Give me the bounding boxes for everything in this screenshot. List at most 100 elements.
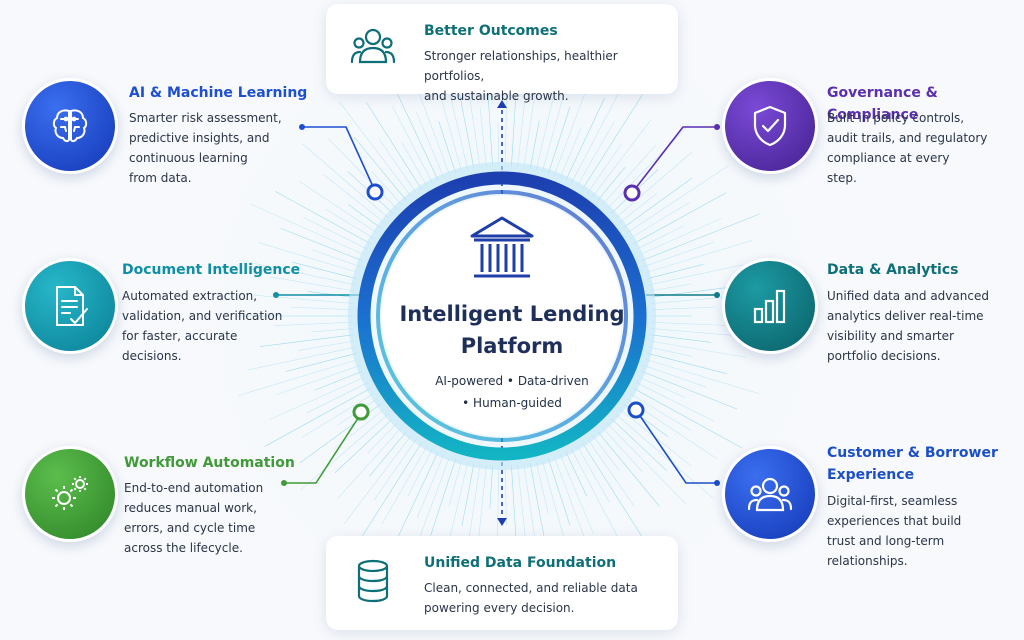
light-ray — [373, 439, 417, 501]
ai-desc-line4: from data. — [129, 171, 192, 185]
light-ray — [497, 122, 500, 167]
light-ray — [649, 283, 692, 292]
light-ray — [353, 137, 407, 201]
governance-desc: Built-in policy controls, audit trails, … — [827, 108, 987, 188]
customer-title: Customer & Borrower Experience — [827, 442, 998, 486]
ai-desc-line3: continuous learning — [129, 151, 248, 165]
light-ray — [274, 190, 371, 244]
light-ray — [643, 365, 707, 388]
light-ray — [461, 463, 475, 527]
center-disc — [382, 196, 622, 436]
light-ray — [325, 209, 374, 239]
light-ray — [303, 217, 368, 250]
shield-check-icon — [753, 105, 787, 147]
light-ray — [416, 112, 445, 178]
light-ray — [448, 460, 462, 507]
light-ray — [641, 213, 760, 262]
connector-ai-end — [299, 124, 305, 130]
light-ray — [535, 461, 549, 515]
document-desc-line3: for faster, accurate — [122, 329, 238, 343]
connector-workflow — [284, 411, 363, 484]
node-workflow — [352, 403, 370, 421]
light-ray — [602, 144, 657, 205]
connector-customer — [635, 409, 717, 484]
light-ray — [429, 458, 456, 540]
light-ray — [312, 249, 361, 267]
unified-data-card: Unified Data Foundation Clean, connected… — [326, 536, 678, 630]
light-ray — [587, 439, 635, 506]
bank-icon — [470, 216, 534, 278]
light-ray — [339, 101, 412, 197]
light-ray — [477, 465, 487, 545]
platform-title-line2: Platform — [460, 334, 564, 358]
customer-desc: Digital-first, seamless experiences that… — [827, 491, 961, 571]
light-ray — [638, 218, 722, 256]
users-icon — [747, 477, 793, 512]
light-ray — [334, 418, 393, 473]
document-desc-line2: validation, and verification — [122, 309, 283, 323]
light-ray — [392, 451, 439, 548]
light-ray — [641, 370, 738, 410]
analytics-desc: Unified data and advanced analytics deli… — [827, 286, 989, 366]
workflow-desc: End-to-end automation reduces manual wor… — [124, 478, 263, 558]
light-ray — [259, 334, 354, 347]
ai-desc: Smarter risk assessment, predictive insi… — [129, 108, 282, 188]
light-ray — [371, 170, 402, 205]
light-ray — [297, 340, 355, 351]
people-icon — [350, 24, 396, 74]
light-ray — [237, 359, 359, 397]
light-ray — [587, 144, 622, 193]
connector-ai — [302, 126, 376, 192]
light-ray — [559, 127, 582, 178]
light-ray — [597, 431, 660, 507]
node-customer — [627, 401, 645, 419]
light-ray — [381, 445, 428, 524]
light-ray — [337, 427, 402, 499]
customer-desc-line1: Digital-first, seamless — [827, 494, 958, 508]
connector-governance-end — [714, 124, 720, 130]
arrow-down — [497, 518, 507, 526]
unified-data-desc-line2: powering every decision. — [424, 601, 575, 615]
better-outcomes-desc: Stronger relationships, healthier portfo… — [424, 46, 678, 106]
light-ray — [517, 465, 526, 540]
workflow-desc-line1: End-to-end automation — [124, 481, 264, 495]
light-ray — [250, 203, 366, 256]
better-outcomes-desc-line1: Stronger relationships, healthier portfo… — [424, 49, 618, 83]
light-ray — [276, 365, 361, 395]
light-ray — [264, 388, 371, 447]
light-ray — [301, 393, 374, 438]
database-icon — [350, 558, 396, 608]
light-ray — [645, 240, 752, 273]
analytics-desc-line1: Unified data and advanced — [827, 289, 989, 303]
light-ray — [237, 259, 356, 286]
light-ray — [648, 264, 742, 286]
light-ray — [615, 413, 714, 499]
light-ray — [559, 454, 594, 534]
light-ray — [633, 192, 727, 244]
light-ray — [649, 340, 747, 358]
light-rays — [237, 44, 768, 592]
light-ray — [626, 165, 729, 234]
better-outcomes-title: Better Outcomes — [424, 23, 558, 39]
platform-title-line1: Intelligent Lending — [399, 302, 625, 326]
workflow-icon-badge — [22, 446, 118, 542]
light-ray — [299, 181, 378, 234]
analytics-icon-badge — [722, 258, 818, 354]
light-ray — [529, 120, 540, 169]
platform-subtitle-line2: • Human-guided — [462, 396, 562, 410]
light-ray — [597, 167, 626, 201]
ai-desc-line2: predictive insights, and — [129, 131, 270, 145]
analytics-desc-line2: analytics deliver real-time — [827, 309, 984, 323]
node-governance — [623, 184, 641, 202]
light-ray — [348, 204, 381, 229]
light-ray — [438, 120, 456, 174]
bar-chart-icon — [753, 289, 786, 324]
light-ray — [285, 353, 357, 372]
governance-title: Governance & Compliance — [827, 85, 938, 123]
governance-desc-line4: step. — [827, 171, 857, 185]
platform-title: Intelligent Lending Platform — [380, 298, 644, 362]
connector-analytics-end — [714, 292, 720, 298]
light-ray — [268, 376, 366, 420]
light-ray — [367, 422, 398, 454]
